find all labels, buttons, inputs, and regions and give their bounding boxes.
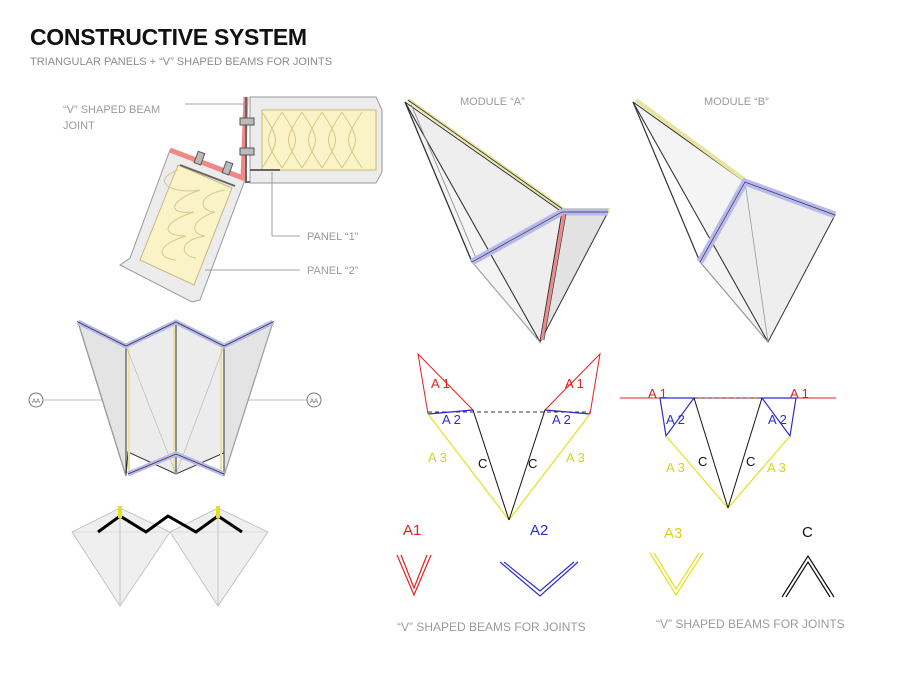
beam-a1-label: A1 bbox=[403, 522, 421, 539]
unfold-b-a1-left: A 1 bbox=[648, 386, 667, 401]
beam-a2-label: A2 bbox=[530, 522, 548, 539]
unfold-a-c-right: C bbox=[528, 456, 537, 471]
beams-caption-right: “V” SHAPED BEAMS FOR JOINTS bbox=[656, 617, 845, 631]
unfold-b-a2-right: A 2 bbox=[768, 412, 787, 427]
module-a-label: MODULE “A” bbox=[460, 96, 525, 108]
beam-a1-shape bbox=[396, 554, 432, 597]
unfold-a-a3-right: A 3 bbox=[566, 450, 585, 465]
section-marker-right: AA bbox=[310, 399, 318, 405]
unfold-a-c-left: C bbox=[478, 456, 487, 471]
elevation-view: AA AA bbox=[28, 319, 322, 477]
module-a-beam-a1 bbox=[540, 213, 566, 341]
section-marker-left: AA bbox=[32, 399, 40, 405]
unfold-b-a1-right: A 1 bbox=[790, 386, 809, 401]
beam-a2-shape bbox=[499, 561, 579, 597]
beam-c-shape bbox=[781, 554, 835, 598]
plan-view bbox=[71, 506, 269, 607]
unfold-module-a: A 1 A 1 A 2 A 2 A 3 A 3 C C bbox=[417, 352, 601, 521]
unfold-a-a1-left: A 1 bbox=[431, 376, 450, 391]
joint-detail: “V” SHAPED BEAM JOINT PANEL “1” PANEL “2… bbox=[63, 96, 383, 303]
panel-1-insulation bbox=[261, 109, 377, 171]
beam-key: A1 A2 A3 C “V” SHAPED BEAMS FOR JOINTS “… bbox=[396, 522, 845, 634]
joint-label-line2: JOINT bbox=[63, 120, 95, 132]
module-a: MODULE “A” bbox=[404, 96, 610, 344]
panel-2-label: PANEL “2” bbox=[307, 265, 359, 277]
module-b: MODULE “B” bbox=[632, 96, 837, 344]
plan-panels bbox=[71, 507, 269, 607]
beam-a3-shape bbox=[649, 552, 704, 597]
module-b-label: MODULE “B” bbox=[704, 96, 769, 108]
page-subtitle: TRIANGULAR PANELS + “V” SHAPED BEAMS FOR… bbox=[30, 56, 333, 68]
bolts bbox=[193, 117, 255, 176]
joint-label-line1: “V” SHAPED BEAM bbox=[63, 104, 160, 116]
unfold-b-a3-left: A 3 bbox=[666, 460, 685, 475]
unfold-b-a3-right: A 3 bbox=[767, 460, 786, 475]
module-b-beam-a3 bbox=[634, 98, 747, 182]
unfold-a-a2-right: A 2 bbox=[552, 412, 571, 427]
unfold-a-a3-left: A 3 bbox=[428, 450, 447, 465]
beam-c-label: C bbox=[802, 524, 813, 541]
unfold-b-a2-left: A 2 bbox=[666, 412, 685, 427]
beam-a3-label: A3 bbox=[664, 525, 682, 542]
beams-caption-left: “V” SHAPED BEAMS FOR JOINTS bbox=[397, 620, 586, 634]
panel-1-label: PANEL “1” bbox=[307, 231, 359, 243]
unfold-a-a1-right: A 1 bbox=[565, 376, 584, 391]
unfold-b-c-left: C bbox=[698, 454, 707, 469]
page-title: CONSTRUCTIVE SYSTEM bbox=[30, 24, 307, 50]
unfold-a-a2-left: A 2 bbox=[442, 412, 461, 427]
unfold-b-c-right: C bbox=[746, 454, 755, 469]
unfold-module-b: A 1 A 1 A 2 A 2 A 3 A 3 C C bbox=[620, 386, 836, 509]
